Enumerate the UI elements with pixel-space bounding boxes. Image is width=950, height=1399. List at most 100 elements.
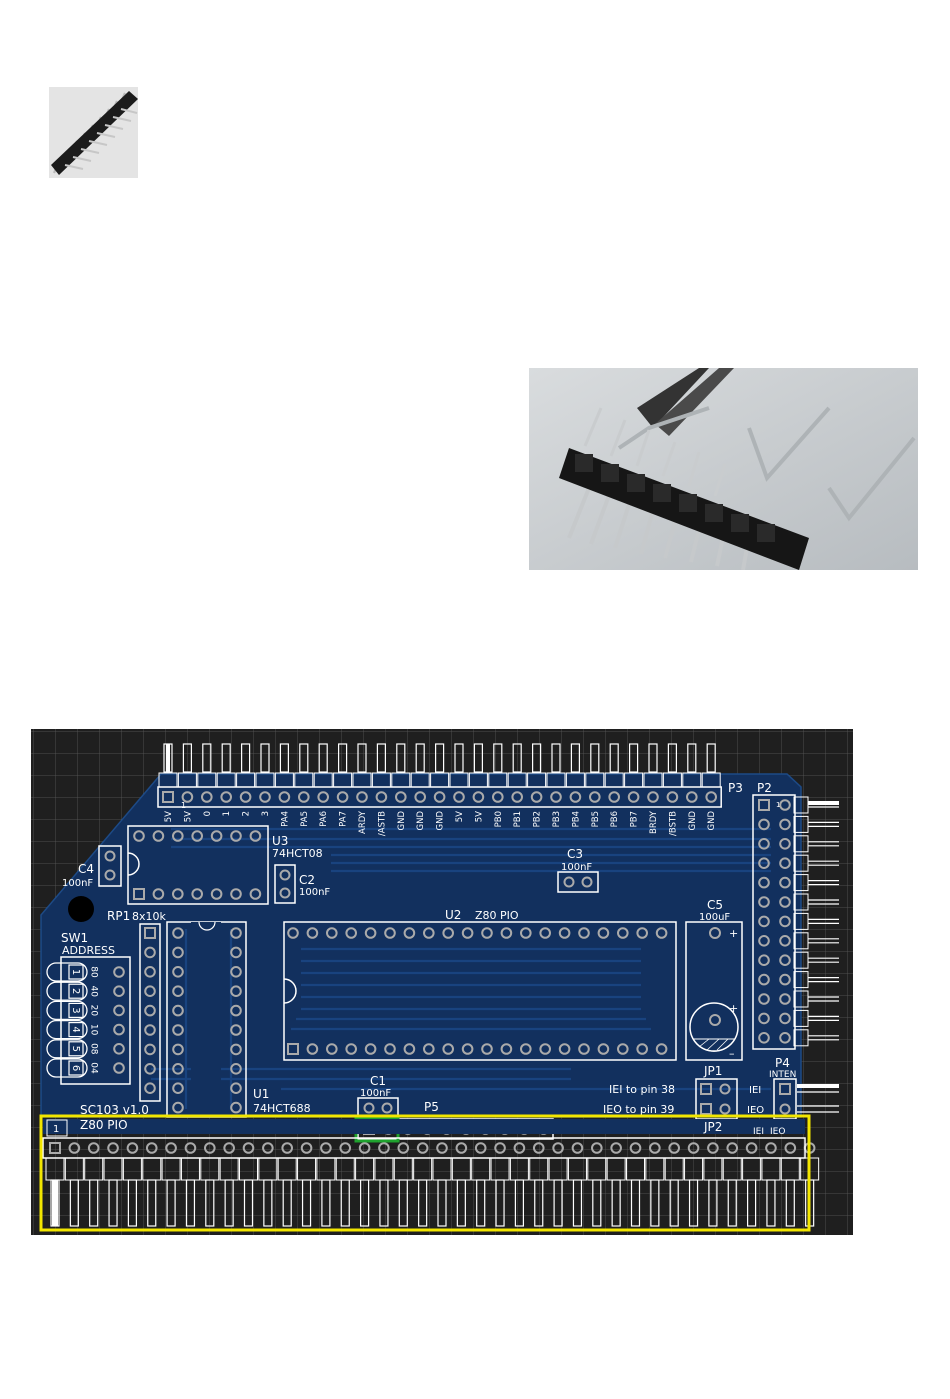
pad — [191, 830, 203, 842]
pad — [481, 1043, 493, 1055]
pad — [687, 1142, 700, 1154]
pad — [326, 927, 338, 939]
pad — [558, 927, 571, 939]
pad — [339, 1142, 352, 1154]
pad — [539, 927, 552, 939]
pad — [358, 1142, 371, 1154]
pad — [433, 791, 446, 803]
pad — [610, 1142, 622, 1154]
p3-pin-label: PA7 — [339, 811, 349, 827]
u1-ref: U1 — [253, 1087, 269, 1101]
pad — [414, 791, 427, 803]
p3-pin-label: 5V — [183, 811, 193, 822]
p3-pin-label: GND — [688, 811, 698, 831]
pad — [726, 1142, 739, 1154]
p3-pin-label: PB2 — [533, 811, 543, 827]
pad — [784, 1142, 797, 1154]
pad — [113, 1004, 125, 1017]
pad — [144, 946, 156, 959]
u2-outline — [283, 921, 677, 1061]
pad — [172, 1101, 184, 1114]
p3-pin-label: PA5 — [300, 811, 310, 827]
pad — [172, 1024, 184, 1036]
c2-ref: C2 — [299, 873, 315, 887]
pad — [152, 888, 165, 900]
pad — [298, 791, 310, 803]
c2-value: 100nF — [299, 887, 330, 898]
pad — [578, 1043, 590, 1055]
sw1-switch-number: 1 — [70, 969, 81, 975]
pad — [144, 1024, 156, 1036]
pad — [461, 927, 474, 939]
c1-value: 100nF — [360, 1088, 391, 1099]
pad — [617, 927, 629, 939]
p3-pin-label: GND — [436, 811, 446, 831]
pad — [397, 1142, 410, 1154]
pad — [423, 1043, 435, 1055]
pad — [403, 927, 416, 939]
pad — [201, 791, 213, 803]
c3-value: 100nF — [561, 862, 592, 873]
pad — [230, 888, 242, 900]
pad — [494, 1142, 506, 1154]
pad — [230, 1063, 242, 1075]
pad — [779, 954, 791, 966]
bus-connector — [42, 1137, 820, 1227]
pad — [172, 830, 184, 842]
pad — [779, 876, 791, 889]
p3-pin-label: GND — [397, 811, 407, 831]
board-label: Z80 PIO — [80, 1118, 128, 1132]
p4-value: INTEN — [769, 1070, 796, 1080]
pad — [320, 1142, 332, 1154]
pad — [249, 830, 262, 842]
pad — [500, 1043, 513, 1055]
pad — [403, 1043, 416, 1055]
pad — [165, 1142, 177, 1154]
pad — [758, 954, 770, 966]
c5-ref: C5 — [707, 898, 723, 912]
svg-text:+: + — [729, 927, 738, 940]
pad — [511, 791, 524, 803]
pad — [172, 985, 184, 998]
p3-pin-label: PA4 — [280, 811, 290, 827]
pad — [230, 1043, 242, 1056]
pad — [779, 1032, 791, 1044]
p3-designator: P3 — [728, 781, 743, 795]
p5-ref: P5 — [424, 1100, 439, 1114]
p3-pin-label: PB0 — [494, 811, 504, 827]
sw1-switch-number: 6 — [70, 1065, 81, 1071]
rp1-value: 8x10k — [132, 910, 167, 923]
pad — [636, 927, 649, 939]
pad — [758, 818, 770, 831]
header-p2 — [752, 794, 839, 1050]
pad — [423, 927, 435, 939]
yellow-highlight-box — [39, 1114, 811, 1232]
jp1-ref: JP1 — [703, 1064, 722, 1078]
pad — [87, 1142, 100, 1154]
sw1-switch-number: 5 — [70, 1046, 81, 1052]
pad — [144, 1043, 156, 1056]
pad — [345, 1043, 358, 1055]
pad — [474, 1142, 487, 1154]
p3-pin-label: PB3 — [552, 811, 562, 827]
sw1-switch-number: 2 — [70, 988, 81, 994]
pad — [181, 791, 194, 803]
pad — [145, 1142, 158, 1154]
pad — [191, 888, 203, 900]
pad — [230, 1082, 242, 1095]
pad — [220, 791, 232, 803]
pad — [306, 927, 319, 939]
pad — [686, 791, 698, 803]
pad — [758, 896, 770, 908]
pad — [578, 927, 590, 939]
p3-pin-label: /ASTB — [377, 811, 387, 836]
c5-outline — [685, 921, 743, 1061]
pad — [745, 1142, 758, 1154]
p3-pin-label: PB7 — [630, 811, 640, 827]
p3-pin-label: 1 — [222, 811, 232, 816]
p3-pin-label: 5V — [455, 811, 465, 822]
pad — [779, 818, 791, 831]
c4-outline — [98, 845, 122, 887]
pad — [668, 1142, 681, 1154]
